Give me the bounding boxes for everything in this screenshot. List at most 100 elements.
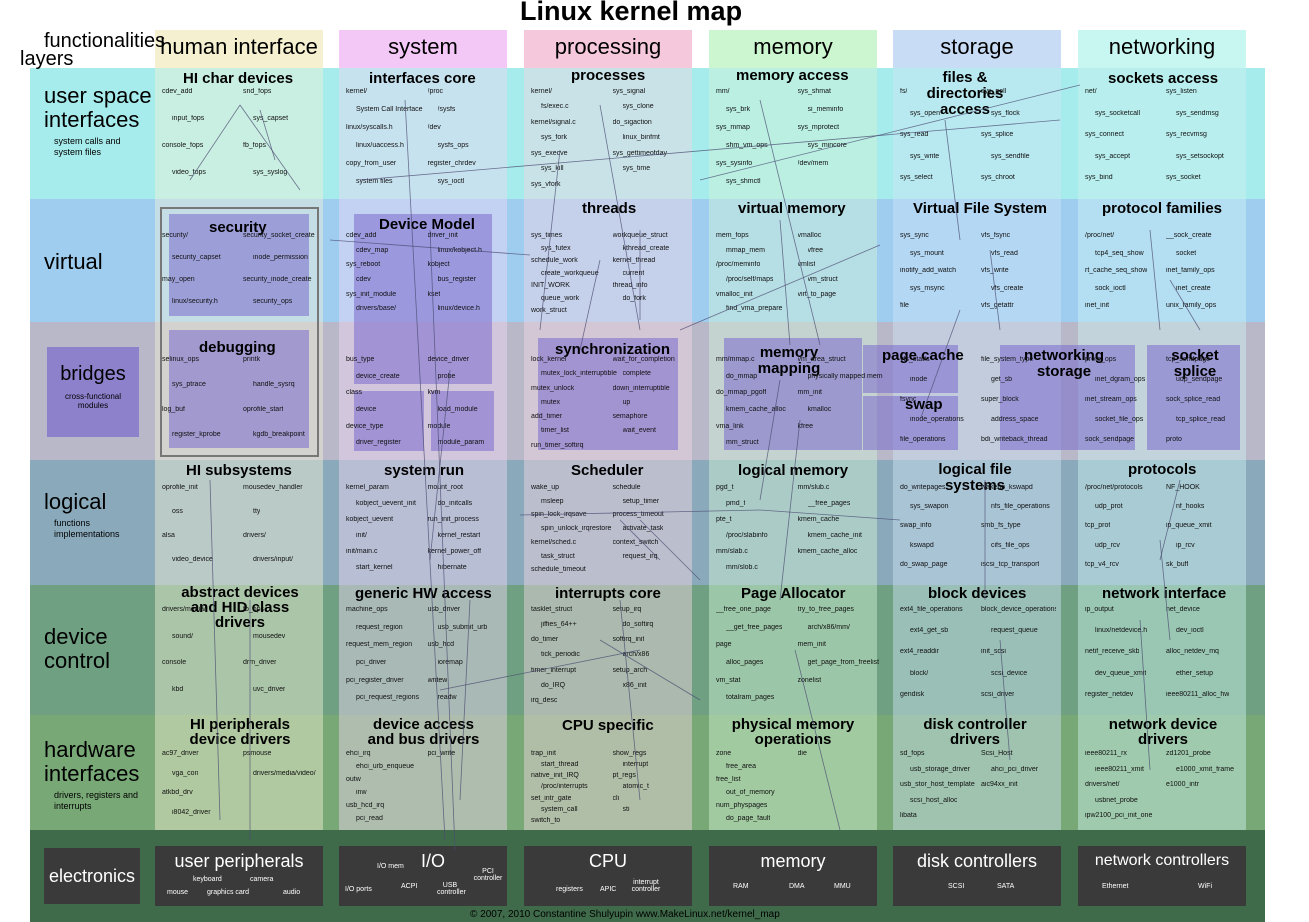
function-label: pci_driver — [356, 659, 387, 666]
function-label: inet_dgram_ops — [1095, 376, 1146, 383]
function-label: jiffies_64++ — [541, 621, 577, 629]
block-virtual-memory: virtual memory — [738, 200, 846, 217]
function-label: aic94xx_init — [981, 781, 1018, 789]
elab: I/O ports — [345, 886, 372, 893]
function-label: kthread_create — [622, 244, 670, 252]
function-label: page — [716, 641, 732, 649]
function-label: shm_vm_ops — [726, 142, 768, 149]
block-device-model: Device Model — [379, 216, 475, 233]
block-vfs: Virtual File System — [913, 200, 1047, 217]
layer-sub: system calls and system files — [54, 136, 121, 157]
function-label: sys_listen — [1166, 88, 1197, 95]
block-networking-storage: networking storage — [1024, 347, 1105, 380]
function-label: tick_periodic — [541, 651, 580, 659]
function-label: /dev/mem — [797, 160, 829, 167]
function-label: register_chrdev — [427, 160, 476, 167]
function-label: mem_fops — [716, 232, 749, 239]
function-label: security_capset — [172, 254, 221, 261]
function-label: vm_area_struct — [797, 356, 846, 363]
function-label: kgdb_breakpoint — [253, 431, 305, 438]
elab: audio — [283, 889, 301, 896]
function-label: virt_to_page — [797, 290, 837, 298]
function-label: drivers/ — [243, 532, 266, 539]
electronics-user-peripherals: user peripherals keyboard camera mouse g… — [155, 846, 323, 906]
box-socket-splice — [1147, 345, 1240, 450]
elab: mouse — [167, 889, 189, 896]
elab: interrupt controller — [631, 879, 661, 893]
electronics-title: user peripherals — [174, 851, 304, 871]
function-label: sys_bind — [1085, 174, 1113, 182]
function-label: swap_info — [900, 522, 932, 530]
function-label: udp_prot — [1095, 503, 1123, 511]
function-label: file — [900, 302, 909, 310]
function-label: init_scsi — [981, 648, 1006, 656]
function-label: do_swap_page — [900, 560, 948, 568]
function-label: kmalloc — [807, 406, 832, 413]
function-label: video_device — [172, 556, 213, 563]
layer-sub: drivers, registers and interrupts — [54, 790, 139, 811]
elab: DMA — [789, 883, 805, 890]
function-label: fs/exec.c — [541, 103, 569, 111]
function-label: atomic_t — [622, 783, 649, 791]
function-label: module_param — [437, 439, 485, 447]
function-label: drm_driver — [243, 659, 277, 666]
function-label: inode — [910, 376, 928, 383]
function-label: do_mmap_pgoff — [716, 389, 767, 397]
function-label: sys_futex — [541, 244, 571, 252]
function-label: dev_queue_xmit — [1095, 669, 1147, 677]
function-label: console — [162, 659, 187, 666]
function-label: udp_sendpage — [1176, 376, 1223, 383]
layer-sub: cross-functional modules — [64, 392, 122, 410]
function-label: gendisk — [900, 690, 925, 698]
function-label: sd_fops — [900, 750, 925, 757]
function-label: sys_poll — [981, 88, 1007, 95]
col-header-system: system — [339, 30, 507, 68]
function-label: ehci_urb_enqueue — [356, 763, 414, 770]
function-label: System Call Interface — [356, 106, 423, 113]
block-hi-subsystems: HI subsystems — [186, 462, 292, 479]
function-label: scsi_host_alloc — [910, 796, 958, 804]
function-label: register_netdev — [1085, 690, 1134, 698]
elab: SCSI — [948, 883, 965, 890]
function-label: do_timer — [531, 636, 559, 644]
function-label: vmlist — [797, 261, 816, 269]
function-label: readw — [437, 694, 457, 702]
function-label: kernel/ — [346, 88, 368, 95]
function-label: linux/uaccess.h — [356, 142, 404, 149]
function-label: address_space — [991, 416, 1039, 423]
function-label: kswapd — [910, 541, 934, 549]
function-label: mm/slob.c — [726, 564, 758, 571]
block-socket-splice: socket splice — [1171, 347, 1219, 380]
function-label: inet_init — [1085, 302, 1110, 310]
function-label: vma_link — [716, 422, 744, 430]
function-label: kernel/ — [531, 88, 553, 95]
function-label: ipw2100_pci_init_one — [1085, 812, 1153, 820]
function-label: mount_root — [427, 484, 463, 491]
function-label: sys_kill — [541, 165, 564, 173]
elab: APIC — [600, 886, 617, 893]
function-label: sys_socketcall — [1095, 109, 1141, 117]
function-label: pci_request_regions — [356, 694, 420, 702]
function-label: ip_output — [1085, 606, 1114, 613]
function-label: kobject — [427, 261, 450, 269]
function-label: __get_free_pages — [726, 623, 783, 631]
function-label: socket_file_ops — [1095, 416, 1144, 423]
elab: MMU — [834, 883, 851, 890]
function-label: /proc/self/maps — [726, 276, 774, 283]
elab: graphics card — [207, 889, 250, 896]
block-block-devices: block devices — [928, 585, 1027, 602]
function-label: log_buf — [162, 406, 185, 413]
block-protocols: protocols — [1128, 461, 1197, 478]
function-label: sys_sync — [900, 232, 929, 239]
function-label: do_sigaction — [612, 118, 652, 126]
function-label: sys_clone — [622, 103, 654, 111]
function-label: irq_desc — [531, 696, 558, 704]
function-label: native_init_IRQ — [531, 772, 579, 780]
box-security — [169, 214, 309, 316]
function-label: sock_sendpage — [1085, 436, 1135, 443]
function-label: driver_register — [356, 439, 401, 447]
function-label: vmalloc — [797, 232, 822, 239]
block-network-device-drivers: network device drivers — [1108, 716, 1218, 748]
function-label: mem_init — [797, 641, 826, 649]
function-label: sys_setsockopt — [1176, 152, 1224, 160]
